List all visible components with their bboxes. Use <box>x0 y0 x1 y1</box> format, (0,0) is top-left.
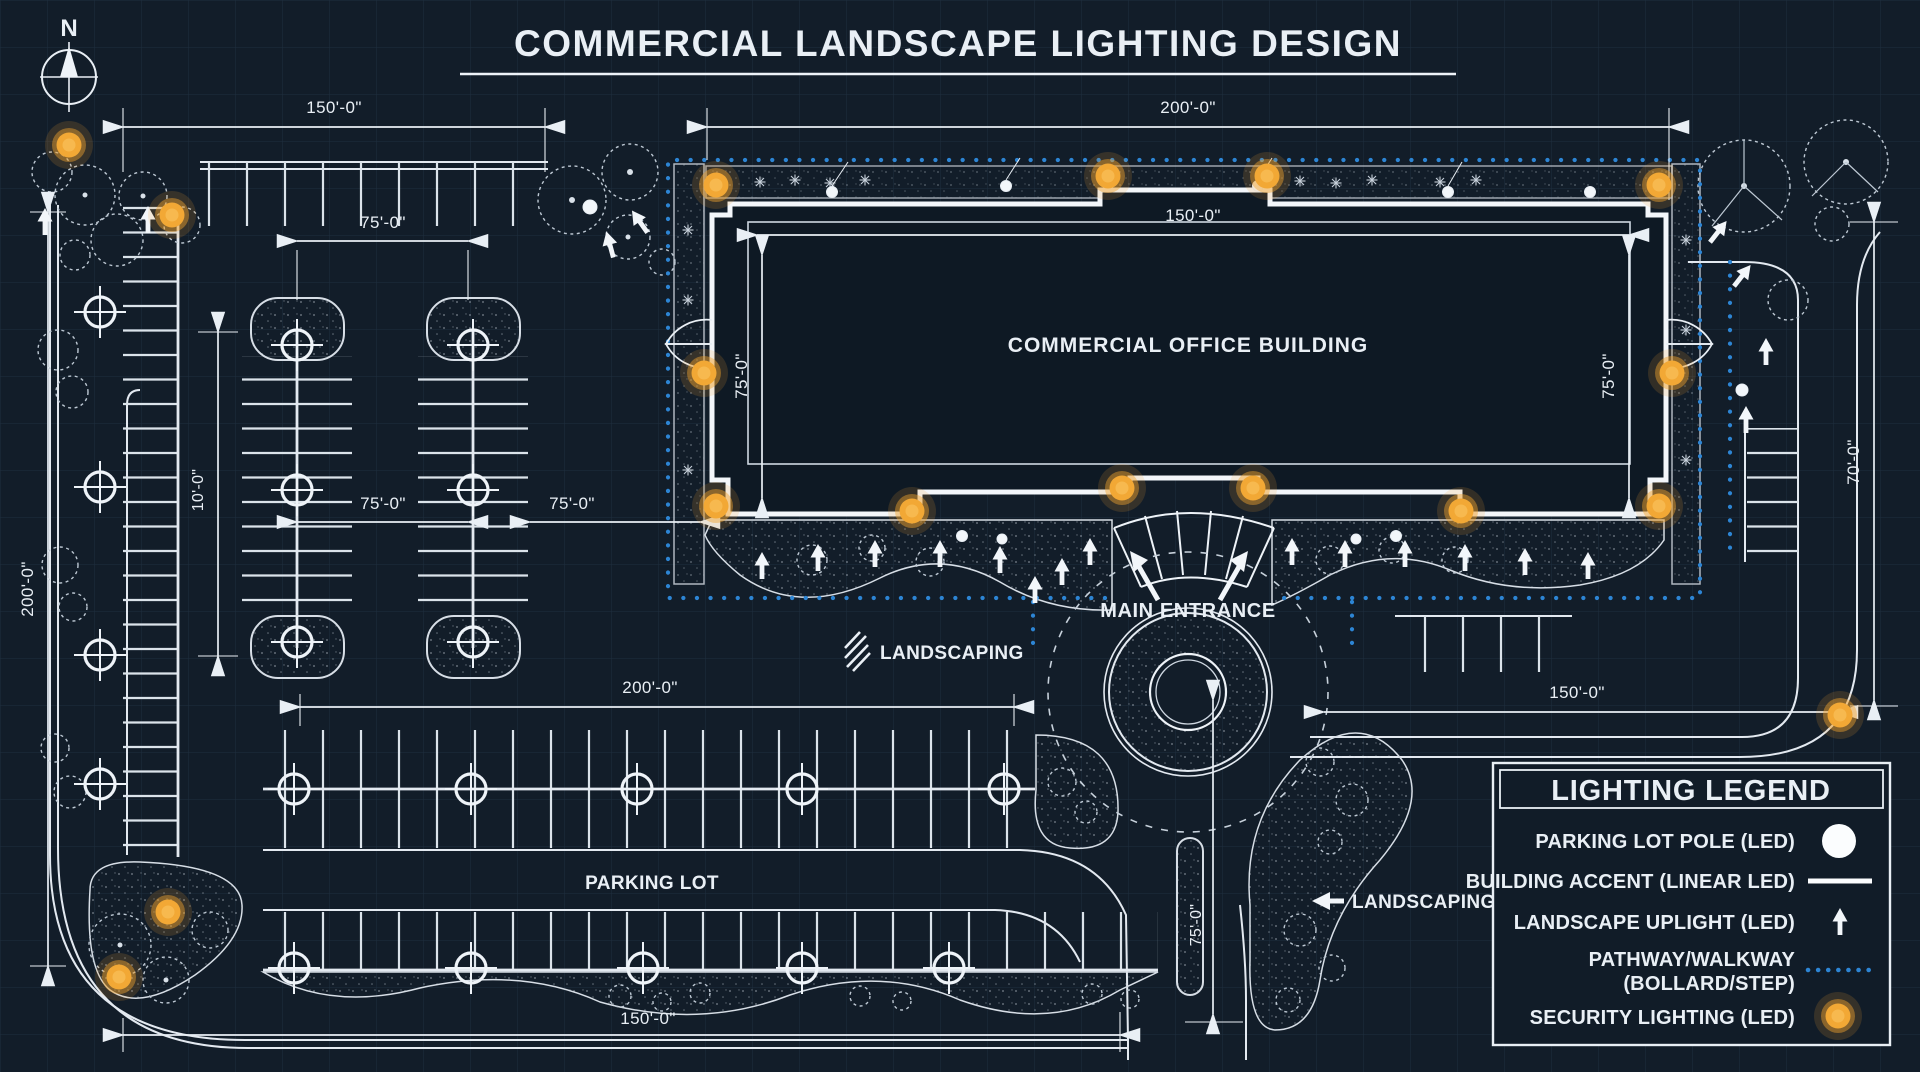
stalls-north-strip <box>202 162 544 226</box>
north-needle <box>60 46 78 77</box>
legend-item-pathway-line2: (BOLLARD/STEP) <box>1623 973 1795 995</box>
dim-parking-bay-mid-right: 75'-0" <box>549 494 595 513</box>
landscaping-left-label: LANDSCAPING <box>880 643 1024 664</box>
white-circle-icon <box>1822 824 1856 858</box>
dim-building-depth-right: 75'-0" <box>1599 353 1618 399</box>
dim-parking-lot-width: 200'-0" <box>622 678 678 697</box>
dim-entry-drive-right: 150'-0" <box>1549 683 1605 702</box>
legend-item-building-accent: BUILDING ACCENT (LINEAR LED) <box>1466 871 1795 893</box>
page-title: COMMERCIAL LANDSCAPE LIGHTING DESIGN <box>514 23 1402 64</box>
main-entrance-label: MAIN ENTRANCE <box>1100 600 1276 622</box>
orange-glow-icon <box>1814 992 1862 1040</box>
legend-item-parking-pole: PARKING LOT POLE (LED) <box>1535 831 1795 853</box>
dim-site-bottom-width: 150'-0" <box>620 1009 676 1028</box>
landscaping-right: LANDSCAPING <box>1312 892 1496 913</box>
dim-parking-bay-mid-left: 75'-0" <box>360 494 406 513</box>
landscaping-right-label: LANDSCAPING <box>1352 892 1496 913</box>
landscaping-left: LANDSCAPING <box>844 631 1024 672</box>
north-compass: N <box>40 15 98 112</box>
legend-title: LIGHTING LEGEND <box>1551 775 1830 807</box>
pathway-bollard-lighting <box>665 157 1733 658</box>
stalls-east-road <box>1400 616 1560 672</box>
dim-building-depth-left: 75'-0" <box>732 353 751 399</box>
entry-court-dashed-circle <box>1047 551 1329 833</box>
tree-centers <box>82 159 1849 983</box>
stalls-east-drive <box>1747 428 1798 554</box>
legend-item-landscape-uplight: LANDSCAPE UPLIGHT (LED) <box>1514 912 1795 934</box>
roundabout-island <box>1148 652 1228 732</box>
dim-building-width: 150'-0" <box>1165 206 1221 225</box>
legend-header-box <box>1499 769 1884 809</box>
dim-parking-stall-depth: 10'-0" <box>190 469 207 512</box>
stalls-west-column <box>123 205 178 857</box>
dim-parking-bay-top: 75'-0" <box>360 213 406 232</box>
legend-item-pathway-line1: PATHWAY/WALKWAY <box>1589 949 1796 971</box>
parking-lot-label: PARKING LOT <box>585 873 719 894</box>
dimension-labels: 150'-0" 200'-0" 150'-0" 75'-0" 75'-0" 20… <box>18 98 1863 1028</box>
dim-south-walkway: 75'-0" <box>1188 904 1205 947</box>
legend-item-security-lighting: SECURITY LIGHTING (LED) <box>1530 1007 1795 1029</box>
main-entrance-arrows <box>1130 551 1248 602</box>
left-arrow-head <box>1312 892 1330 910</box>
dim-site-left-height: 200'-0" <box>18 561 37 617</box>
hatch-icon <box>844 631 871 672</box>
dimensions <box>30 108 1898 1052</box>
annotations: MAIN ENTRANCE LANDSCAPING LANDSCAPING PA… <box>585 551 1496 913</box>
commercial-office-building: COMMERCIAL OFFICE BUILDING <box>664 187 1714 588</box>
sheet-title: COMMERCIAL LANDSCAPE LIGHTING DESIGN <box>460 23 1456 76</box>
tree-spokes <box>1711 140 1879 227</box>
lighting-legend: LIGHTING LEGEND PARKING LOT POLE (LED) B… <box>1466 761 1892 1047</box>
north-label: N <box>60 15 77 42</box>
dim-site-top-right: 200'-0" <box>1160 98 1216 117</box>
stalls-south-rowB <box>263 912 1158 970</box>
dim-site-right-height: 70'-0" <box>1844 439 1863 485</box>
building-label: COMMERCIAL OFFICE BUILDING <box>1008 334 1368 357</box>
dim-site-top-left: 150'-0" <box>306 98 362 117</box>
